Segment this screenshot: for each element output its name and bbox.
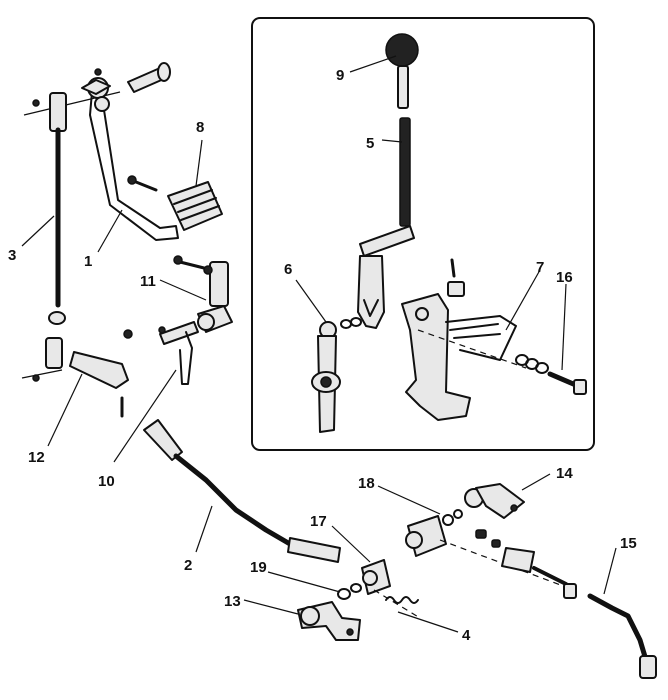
pedal-pad-part <box>167 181 223 231</box>
callout-19: 19 <box>250 559 267 576</box>
lever-arm-part <box>158 321 199 385</box>
shift-housing-part <box>401 258 517 421</box>
callout-8: 8 <box>196 119 204 136</box>
adjuster-rod-part <box>439 529 577 599</box>
upper-mount-bracket-part <box>464 483 525 519</box>
small-bolt-part <box>127 175 158 192</box>
lower-mount-bracket-part <box>297 601 361 641</box>
callout-15: 15 <box>620 535 637 552</box>
callout-4: 4 <box>462 627 471 644</box>
callout-3: 3 <box>8 247 16 264</box>
clutch-cable-part <box>143 419 341 563</box>
callout-11: 11 <box>140 273 156 290</box>
pivot-bracket-part <box>405 509 463 557</box>
lower-cable-part <box>587 593 657 679</box>
callout-7: 7 <box>536 259 544 276</box>
clutch-rod-part <box>23 91 121 325</box>
clutch-pedal-part <box>81 68 179 241</box>
callout-10: 10 <box>98 473 115 490</box>
callout-17: 17 <box>310 513 327 530</box>
shift-lever-part <box>357 117 415 329</box>
callout-leaders <box>21 55 617 633</box>
callout-5: 5 <box>366 135 374 152</box>
callout-12: 12 <box>28 449 45 466</box>
callout-13: 13 <box>224 593 241 610</box>
callout-6: 6 <box>284 261 292 278</box>
callout-9: 9 <box>336 67 344 84</box>
shift-rod-part <box>311 317 362 433</box>
callout-14: 14 <box>556 465 573 482</box>
linkage-part <box>21 329 133 418</box>
pivot-bolt-part <box>127 62 171 93</box>
lower-pivot-assembly <box>337 559 421 619</box>
callout-1: 1 <box>84 253 92 270</box>
inset-frame <box>251 17 595 451</box>
callout-labels: 1 2 3 4 5 6 7 8 9 10 11 12 13 14 15 16 1… <box>8 67 637 644</box>
callout-2: 2 <box>184 557 192 574</box>
shift-knob-part <box>385 33 419 109</box>
callout-16: 16 <box>556 269 573 286</box>
pedal-bracket-part <box>173 255 233 333</box>
housing-bolt-part <box>417 329 587 395</box>
callout-18: 18 <box>358 475 375 492</box>
